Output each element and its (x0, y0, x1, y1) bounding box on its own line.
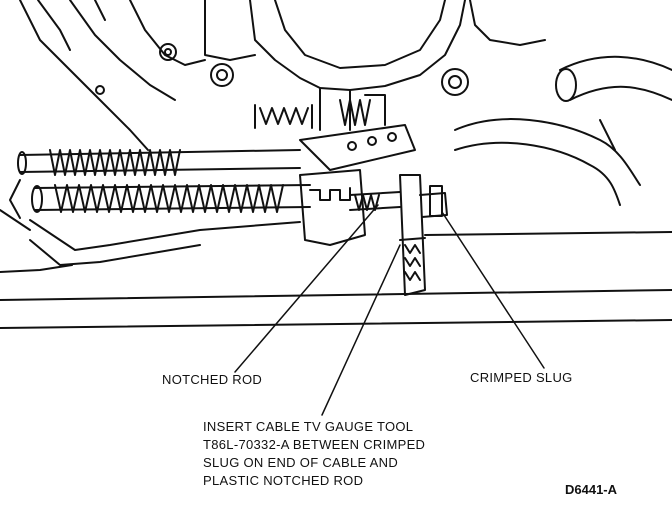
instruction-text: INSERT CABLE TV GAUGE TOOL T86L-70332-A … (203, 418, 425, 490)
instruction-line: SLUG ON END OF CABLE AND (203, 455, 399, 470)
instruction-line: PLASTIC NOTCHED ROD (203, 473, 364, 488)
base-plate (0, 209, 672, 329)
small-spring (254, 99, 371, 129)
notched-rod-label: NOTCHED ROD (162, 372, 263, 387)
notched-rod-assembly (9, 169, 401, 246)
instruction-line: INSERT CABLE TV GAUGE TOOL (203, 419, 414, 434)
crimped-slug-label: CRIMPED SLUG (470, 370, 573, 385)
figure-code: D6441-A (565, 482, 618, 497)
upper-rod-and-spring (17, 149, 301, 176)
vacuum-hose (454, 55, 672, 206)
housing-casting (19, 0, 256, 151)
throttle-bracket (299, 94, 416, 171)
leader-lines (234, 204, 545, 416)
crimped-slug-and-gauge (399, 174, 448, 296)
instruction-line: T86L-70332-A BETWEEN CRIMPED (203, 437, 426, 452)
carburetor-body (210, 0, 546, 131)
notched-rod-leader (234, 204, 379, 373)
crimped-slug-leader (441, 211, 545, 369)
gauge-tool-leader (321, 244, 401, 416)
